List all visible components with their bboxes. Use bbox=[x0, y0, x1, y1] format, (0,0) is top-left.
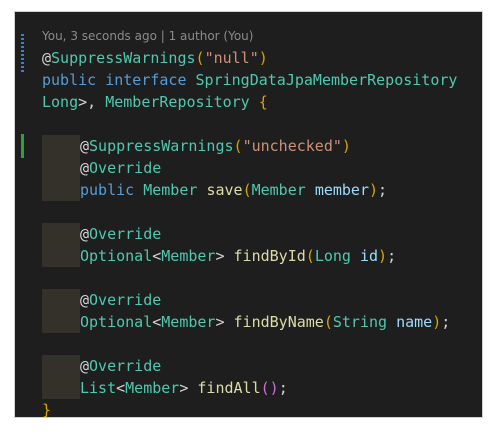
param-type: String bbox=[332, 313, 388, 331]
paren-close: ) bbox=[258, 49, 268, 67]
string-literal: "unchecked" bbox=[242, 137, 342, 155]
paren-close: ) bbox=[432, 313, 442, 331]
string-literal: "null" bbox=[204, 49, 259, 67]
generic-close: > bbox=[215, 247, 225, 265]
punctuation: >, bbox=[78, 93, 106, 111]
code-line: List<Member> findAll(); bbox=[42, 377, 288, 399]
code-editor[interactable]: You, 3 seconds ago | 1 author (You) @Sup… bbox=[15, 12, 482, 417]
brace-close: } bbox=[42, 401, 52, 417]
paren-open: ( bbox=[323, 313, 333, 331]
added-line-marker[interactable] bbox=[21, 134, 24, 158]
generic-open: < bbox=[152, 247, 162, 265]
modified-lines-marker[interactable] bbox=[21, 34, 24, 74]
keyword: public bbox=[42, 71, 97, 89]
indent-guide bbox=[42, 223, 80, 245]
generic-close: > bbox=[179, 379, 189, 397]
generic-open: < bbox=[116, 379, 126, 397]
semicolon: ; bbox=[378, 181, 388, 199]
method-name: findById bbox=[233, 247, 306, 265]
interface-name: SpringDataJpaMemberRepository bbox=[195, 71, 458, 89]
annotation-name: SuppressWarnings bbox=[89, 137, 234, 155]
code-line: public Member save(Member member); bbox=[42, 179, 387, 201]
paren-open: ( bbox=[260, 379, 270, 397]
paren-open: ( bbox=[233, 137, 243, 155]
indent-guide bbox=[42, 135, 80, 157]
indent-guide bbox=[42, 377, 80, 399]
paren-close: ) bbox=[269, 379, 279, 397]
type-name: Long bbox=[42, 93, 79, 111]
paren-close: ) bbox=[378, 247, 388, 265]
annotation-name: SuppressWarnings bbox=[51, 49, 196, 67]
indent-guide bbox=[42, 245, 80, 267]
param-name: id bbox=[359, 247, 379, 265]
annotation-at: @ bbox=[80, 291, 90, 309]
annotation-at: @ bbox=[80, 137, 90, 155]
annotation-name: Override bbox=[89, 357, 162, 375]
return-type: Optional bbox=[80, 247, 153, 265]
code-line: Optional<Member> findByName(String name)… bbox=[42, 311, 450, 333]
editor-gutter bbox=[15, 12, 35, 417]
method-name: save bbox=[206, 181, 243, 199]
type-argument: Member bbox=[161, 247, 216, 265]
generic-close: > bbox=[215, 313, 225, 331]
git-blame-codelens[interactable]: You, 3 seconds ago | 1 author (You) bbox=[42, 29, 254, 43]
annotation-at: @ bbox=[80, 357, 90, 375]
brace-open: { bbox=[258, 93, 268, 111]
code-line: @SuppressWarnings("null") bbox=[42, 47, 268, 69]
type-argument: Member bbox=[125, 379, 180, 397]
code-line: public interface SpringDataJpaMemberRepo… bbox=[42, 69, 457, 91]
paren-close: ) bbox=[369, 181, 379, 199]
return-type: List bbox=[80, 379, 117, 397]
type-name: MemberRepository bbox=[105, 93, 250, 111]
code-line: Long>, MemberRepository { bbox=[42, 91, 268, 113]
code-line: @SuppressWarnings("unchecked") bbox=[42, 135, 351, 157]
indent-guide bbox=[42, 311, 80, 333]
keyword: interface bbox=[105, 71, 187, 89]
code-line: } bbox=[42, 399, 51, 417]
semicolon: ; bbox=[278, 379, 288, 397]
param-name: member bbox=[314, 181, 369, 199]
semicolon: ; bbox=[387, 247, 397, 265]
annotation-at: @ bbox=[80, 225, 90, 243]
code-line: @Override bbox=[42, 157, 161, 179]
method-name: findByName bbox=[233, 313, 324, 331]
type-argument: Member bbox=[161, 313, 216, 331]
code-line: @Override bbox=[42, 289, 161, 311]
code-line: Optional<Member> findById(Long id); bbox=[42, 245, 396, 267]
annotation-name: Override bbox=[89, 291, 162, 309]
annotation-at: @ bbox=[42, 49, 52, 67]
annotation-name: Override bbox=[89, 159, 162, 177]
param-name: name bbox=[396, 313, 433, 331]
keyword: public bbox=[80, 181, 135, 199]
annotation-name: Override bbox=[89, 225, 162, 243]
annotation-at: @ bbox=[80, 159, 90, 177]
indent-guide bbox=[42, 179, 80, 201]
semicolon: ; bbox=[441, 313, 451, 331]
code-line: @Override bbox=[42, 355, 161, 377]
indent-guide bbox=[42, 289, 80, 311]
paren-open: ( bbox=[242, 181, 252, 199]
param-type: Long bbox=[314, 247, 351, 265]
code-line: @Override bbox=[42, 223, 161, 245]
method-name: findAll bbox=[197, 379, 261, 397]
return-type: Optional bbox=[80, 313, 153, 331]
return-type: Member bbox=[143, 181, 198, 199]
generic-open: < bbox=[152, 313, 162, 331]
param-type: Member bbox=[251, 181, 306, 199]
indent-guide bbox=[42, 157, 80, 179]
paren-open: ( bbox=[305, 247, 315, 265]
paren-open: ( bbox=[195, 49, 205, 67]
indent-guide bbox=[42, 355, 80, 377]
paren-close: ) bbox=[341, 137, 351, 155]
